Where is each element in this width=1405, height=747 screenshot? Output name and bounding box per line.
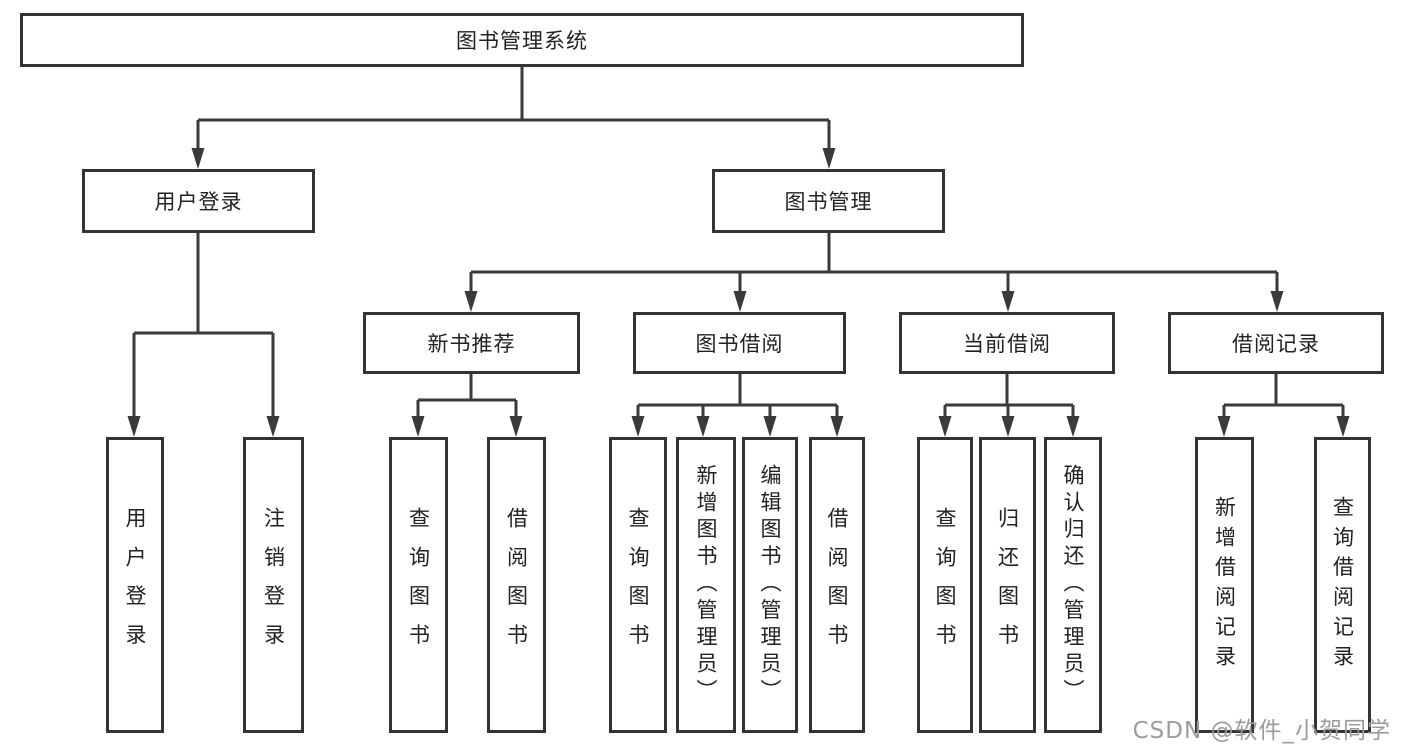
csdn-watermark: CSDN @软件_小贺同学: [1132, 718, 1391, 744]
leaf-return-books: 归还图书: [979, 437, 1036, 733]
node-book-borrowing: 图书借阅: [633, 312, 846, 374]
leaf-query-books-recommend: 查询图书: [389, 437, 448, 733]
leaf-logout: 注销登录: [243, 437, 304, 733]
node-book-management: 图书管理: [712, 169, 945, 233]
leaf-query-borrow-record: 查询借阅记录: [1314, 437, 1371, 733]
leaf-query-books-borrowing: 查询图书: [609, 437, 667, 733]
leaf-borrow-books: 借阅图书: [809, 437, 865, 733]
leaf-add-books-admin: 新增图书（管理员）: [676, 437, 736, 733]
node-library-system: 图书管理系统: [20, 13, 1024, 67]
leaf-edit-books-admin: 编辑图书（管理员）: [742, 437, 798, 733]
node-borrowing-records: 借阅记录: [1168, 312, 1384, 374]
arrowheads: [127, 148, 1350, 437]
node-user-login: 用户登录: [82, 169, 315, 233]
leaf-confirm-return-admin: 确认归还（管理员）: [1044, 437, 1102, 733]
node-current-borrowing: 当前借阅: [899, 312, 1115, 374]
node-new-book-recommend: 新书推荐: [363, 312, 580, 374]
leaf-query-books-current: 查询图书: [917, 437, 973, 733]
leaf-borrow-books-recommend: 借阅图书: [487, 437, 546, 733]
leaf-user-login: 用户登录: [106, 437, 164, 733]
leaf-add-borrow-record: 新增借阅记录: [1195, 437, 1254, 733]
